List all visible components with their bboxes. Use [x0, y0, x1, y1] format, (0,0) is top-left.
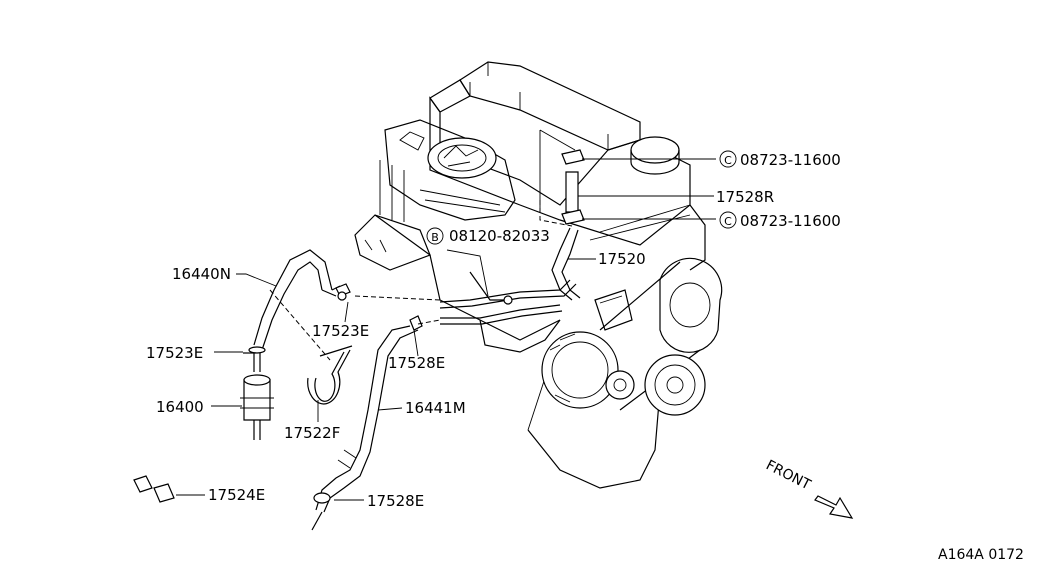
part-labels: 16440N 17523E 17523E 16400 17522F 17524E… [146, 151, 841, 510]
engine-block-drawing [354, 61, 723, 489]
label-17528e-upper: 17528E [388, 354, 445, 372]
label-16400: 16400 [156, 398, 204, 416]
circle-b-symbol [426, 227, 444, 245]
clip-drawings [133, 291, 423, 503]
circle-c-letter-1: C [724, 154, 732, 167]
label-08120-82033: 08120-82033 [449, 227, 550, 245]
label-17523e-lower: 17523E [146, 344, 203, 362]
front-label: FRONT [763, 457, 813, 493]
label-17528e-lower: 17528E [367, 492, 424, 510]
label-16441m: 16441M [405, 399, 466, 417]
label-17524e: 17524E [208, 486, 265, 504]
hose-17520-drawing [551, 227, 581, 301]
hose-16440n-drawing [253, 249, 351, 351]
label-17528r: 17528R [716, 188, 774, 206]
leader-lines [176, 158, 716, 501]
label-17523e-upper: 17523E [312, 322, 369, 340]
label-17520: 17520 [598, 250, 646, 268]
circle-c-symbol-1 [719, 150, 737, 168]
circle-b-letter: B [431, 231, 439, 244]
circle-c-letter-2: C [724, 215, 732, 228]
circled-symbols: B C C [426, 150, 737, 245]
front-arrow-icon [814, 495, 854, 519]
label-08723-11600-upper: 08723-11600 [740, 151, 841, 169]
figure-code: A164A 0172 [938, 547, 1024, 563]
label-17522f: 17522F [284, 424, 340, 442]
label-08723-11600-lower: 08723-11600 [740, 212, 841, 230]
hose-17528r-drawing [561, 149, 585, 225]
front-indicator: FRONT [763, 457, 854, 519]
circle-c-symbol-2 [719, 211, 737, 229]
dashed-guide-lines [269, 289, 441, 361]
label-16440n: 16440N [172, 265, 231, 283]
hose-16441m-drawing [311, 325, 419, 531]
fuel-filter-16400-drawing [240, 346, 274, 440]
clamp-17522f-drawing [307, 345, 353, 405]
